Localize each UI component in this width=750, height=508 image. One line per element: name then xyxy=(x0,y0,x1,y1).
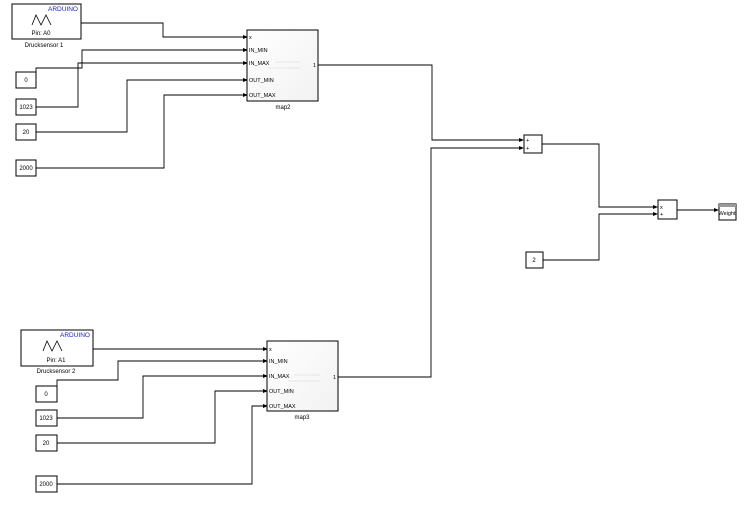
output-port-label: 1 xyxy=(313,63,316,69)
constant-value: 2000 xyxy=(39,482,53,488)
map2-subsystem-block[interactable]: x IN_MIN IN_MAX OUT_MIN OUT_MAX 1 xyxy=(246,29,319,102)
port-label: IN_MIN xyxy=(249,48,268,54)
arduino-brand-label: ARDUINO xyxy=(48,6,78,13)
arduino-analog-input-block-2[interactable]: ARDUINO Pin: A1 xyxy=(20,329,94,367)
constant-block[interactable]: 20 xyxy=(15,123,37,141)
port-label: OUT_MIN xyxy=(269,389,294,395)
product-port-sign: x xyxy=(660,205,663,211)
product-port-sign: + xyxy=(660,212,663,218)
constant-value: 2000 xyxy=(19,166,33,172)
constant-value: 0 xyxy=(24,78,28,84)
constant-block[interactable]: 2000 xyxy=(35,475,58,493)
port-label: OUT_MAX xyxy=(249,93,276,99)
waveform-icon xyxy=(42,340,63,352)
constant-block[interactable]: 20 xyxy=(35,434,58,452)
signal-lines xyxy=(35,22,715,485)
constant-block[interactable]: 2000 xyxy=(15,159,37,177)
sum-block[interactable]: + + xyxy=(523,134,543,154)
port-label: IN_MIN xyxy=(269,359,288,365)
sum-port-sign: + xyxy=(526,146,529,152)
constant-block[interactable]: 0 xyxy=(15,71,37,89)
port-label: IN_MAX xyxy=(269,374,290,380)
constant-value: 2 xyxy=(532,258,536,264)
port-label: OUT_MIN xyxy=(249,78,274,84)
arduino-analog-input-block-1[interactable]: ARDUINO Pin: A0 xyxy=(11,3,82,40)
display-block-weight[interactable]: Weight xyxy=(718,203,737,221)
constant-value: 20 xyxy=(23,130,30,136)
constant-value: 0 xyxy=(44,392,48,398)
constant-value: 1023 xyxy=(39,416,53,422)
block-name-drucksensor-2: Drucksensor 2 xyxy=(37,369,76,375)
constant-block[interactable]: 1023 xyxy=(35,409,58,427)
display-label: Weight xyxy=(718,211,735,217)
port-label: IN_MAX xyxy=(249,61,270,67)
output-port-label: 1 xyxy=(333,375,336,381)
port-label: x xyxy=(269,347,272,353)
port-label: x xyxy=(249,35,252,41)
constant-block-divisor[interactable]: 2 xyxy=(525,251,544,269)
constant-value: 20 xyxy=(43,441,50,447)
pin-label: Pin: A0 xyxy=(31,31,51,37)
arduino-brand-label: ARDUINO xyxy=(60,332,90,339)
block-name-map3: map3 xyxy=(294,415,310,421)
display-header-bar xyxy=(719,204,736,207)
block-name-drucksensor-1: Drucksensor 1 xyxy=(25,43,64,49)
signal-arrowheads xyxy=(243,35,719,408)
constant-block[interactable]: 1023 xyxy=(15,98,37,116)
waveform-icon xyxy=(31,14,52,26)
constant-value: 1023 xyxy=(19,105,33,111)
port-label: OUT_MAX xyxy=(269,404,296,410)
constant-block[interactable]: 0 xyxy=(35,385,58,403)
pin-label: Pin: A1 xyxy=(46,358,66,364)
block-name-map2: map2 xyxy=(275,105,291,111)
product-block[interactable]: x + xyxy=(657,199,678,220)
sum-port-sign: + xyxy=(526,138,529,144)
map3-subsystem-block[interactable]: x IN_MIN IN_MAX OUT_MIN OUT_MAX 1 xyxy=(266,340,339,412)
